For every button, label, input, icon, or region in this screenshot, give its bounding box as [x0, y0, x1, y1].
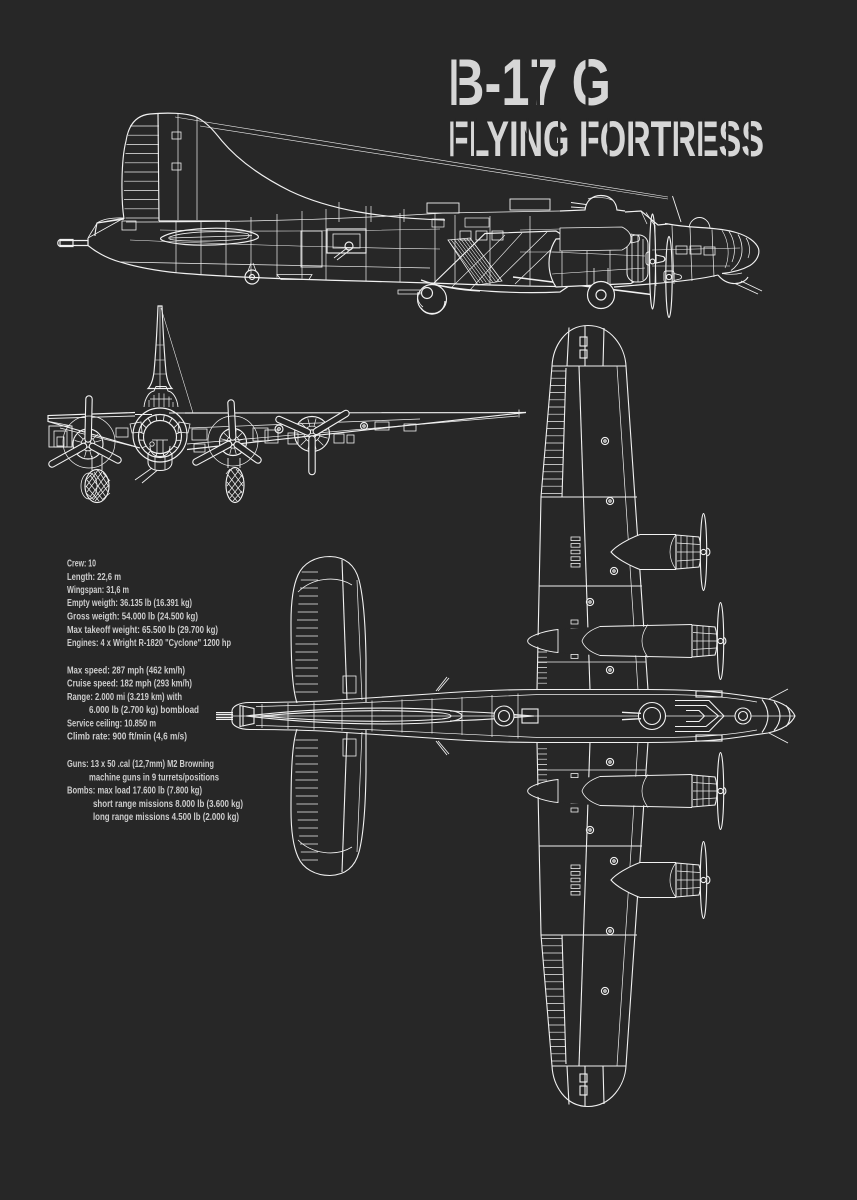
svg-text:short range missions 8.000 lb: short range missions 8.000 lb (3.600 kg)	[93, 799, 243, 810]
svg-text:Max takeoff weight: 65.500 lb: Max takeoff weight: 65.500 lb (29.700 kg…	[67, 625, 218, 636]
svg-text:Engines: 4 x Wright R-1820 "Cy: Engines: 4 x Wright R-1820 "Cyclone" 120…	[67, 638, 231, 649]
svg-text:B-17 G: B-17 G	[448, 45, 611, 119]
svg-text:Cruise speed: 182 mph (293 km/: Cruise speed: 182 mph (293 km/h)	[67, 679, 192, 690]
svg-text:Climb rate: 900 ft/min (4,6 m/: Climb rate: 900 ft/min (4,6 m/s)	[67, 732, 187, 743]
svg-text:Range: 2.000 mi (3.219 km) wit: Range: 2.000 mi (3.219 km) with	[67, 692, 182, 703]
svg-text:Wingspan: 31,6 m: Wingspan: 31,6 m	[67, 585, 129, 596]
svg-text:Guns: 13 x 50 .cal (12,7mm) M2: Guns: 13 x 50 .cal (12,7mm) M2 Browning	[67, 759, 214, 770]
svg-text:Gross weigth: 54.000 lb (24.50: Gross weigth: 54.000 lb (24.500 kg)	[67, 612, 198, 623]
svg-text:Crew: 10: Crew: 10	[67, 559, 96, 570]
svg-text:6.000 lb (2.700 kg) bombload: 6.000 lb (2.700 kg) bombload	[89, 705, 199, 716]
svg-text:Service ceiling: 10.850 m: Service ceiling: 10.850 m	[67, 719, 156, 730]
svg-text:Length: 22,6 m: Length: 22,6 m	[67, 572, 121, 583]
svg-text:Bombs: max load 17.600 lb (7.8: Bombs: max load 17.600 lb (7.800 kg)	[67, 786, 202, 797]
svg-text:long range missions 4.500 lb (: long range missions 4.500 lb (2.000 kg)	[93, 812, 239, 823]
svg-text:FLYING FORTRESS: FLYING FORTRESS	[448, 111, 764, 167]
svg-text:Empty weigth: 36.135 lb (16.39: Empty weigth: 36.135 lb (16.391 kg)	[67, 598, 192, 609]
svg-text:machine guns in 9 turrets/posi: machine guns in 9 turrets/positions	[89, 772, 219, 783]
svg-text:Max speed: 287 mph (462 km/h): Max speed: 287 mph (462 km/h)	[67, 666, 185, 677]
